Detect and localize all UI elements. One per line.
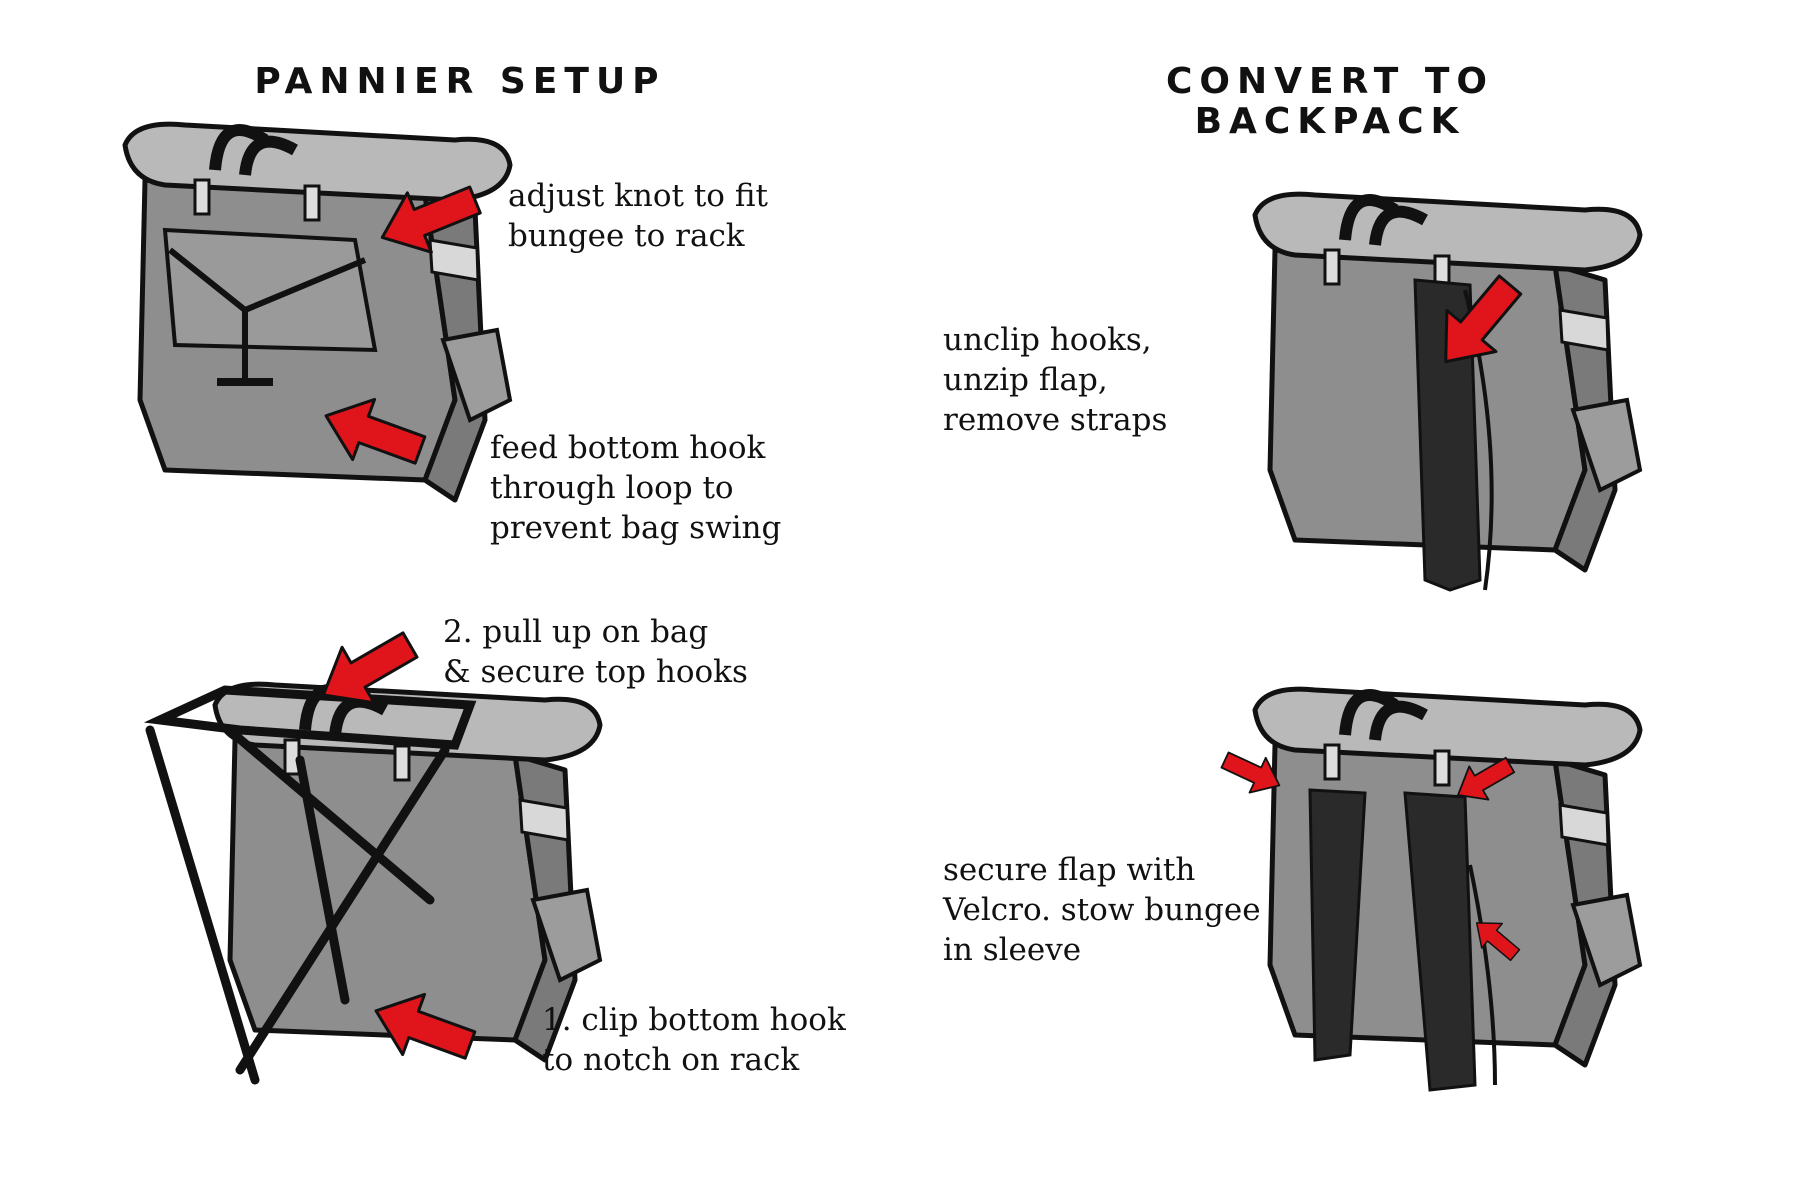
caption-line: 1. clip bottom hook (542, 1002, 846, 1038)
caption-line: Velcro. stow bungee (943, 892, 1261, 928)
caption-secure-flap: secure flap with Velcro. stow bungee in … (943, 850, 1261, 970)
caption-line: feed bottom hook (490, 430, 766, 466)
caption-pull-up: 2. pull up on bag & secure top hooks (443, 612, 748, 692)
heading-pannier-setup: PANNIER SETUP (254, 61, 666, 102)
caption-line: prevent bag swing (490, 510, 782, 546)
caption-line: secure flap with (943, 852, 1196, 888)
bag-illustration-backpack-secure (1255, 689, 1640, 1092)
caption-line: 2. pull up on bag (443, 614, 709, 650)
caption-line: unclip hooks, (943, 322, 1152, 358)
caption-clip-hook: 1. clip bottom hook to notch on rack (542, 1000, 846, 1080)
rack-illustration (143, 685, 477, 1085)
caption-line: remove straps (943, 402, 1168, 438)
heading-line-1: CONVERT TO (1166, 61, 1494, 102)
caption-line: unzip flap, (943, 362, 1108, 398)
caption-unclip: unclip hooks, unzip flap, remove straps (943, 320, 1167, 440)
caption-line: in sleeve (943, 932, 1082, 968)
bag-illustration-backpack-unclip (1255, 194, 1640, 592)
caption-line: through loop to (490, 470, 734, 506)
caption-line: & secure top hooks (443, 654, 748, 690)
heading-line-2: BACKPACK (1194, 101, 1466, 142)
caption-line: to notch on rack (542, 1042, 800, 1078)
heading-convert-to-backpack: CONVERT TO BACKPACK (1080, 62, 1580, 142)
caption-line: bungee to rack (508, 218, 745, 254)
caption-feed-hook: feed bottom hook through loop to prevent… (490, 428, 781, 548)
bag-illustration-pannier-top (125, 124, 510, 500)
caption-line: adjust knot to fit (508, 178, 768, 214)
caption-adjust-knot: adjust knot to fit bungee to rack (508, 176, 768, 256)
